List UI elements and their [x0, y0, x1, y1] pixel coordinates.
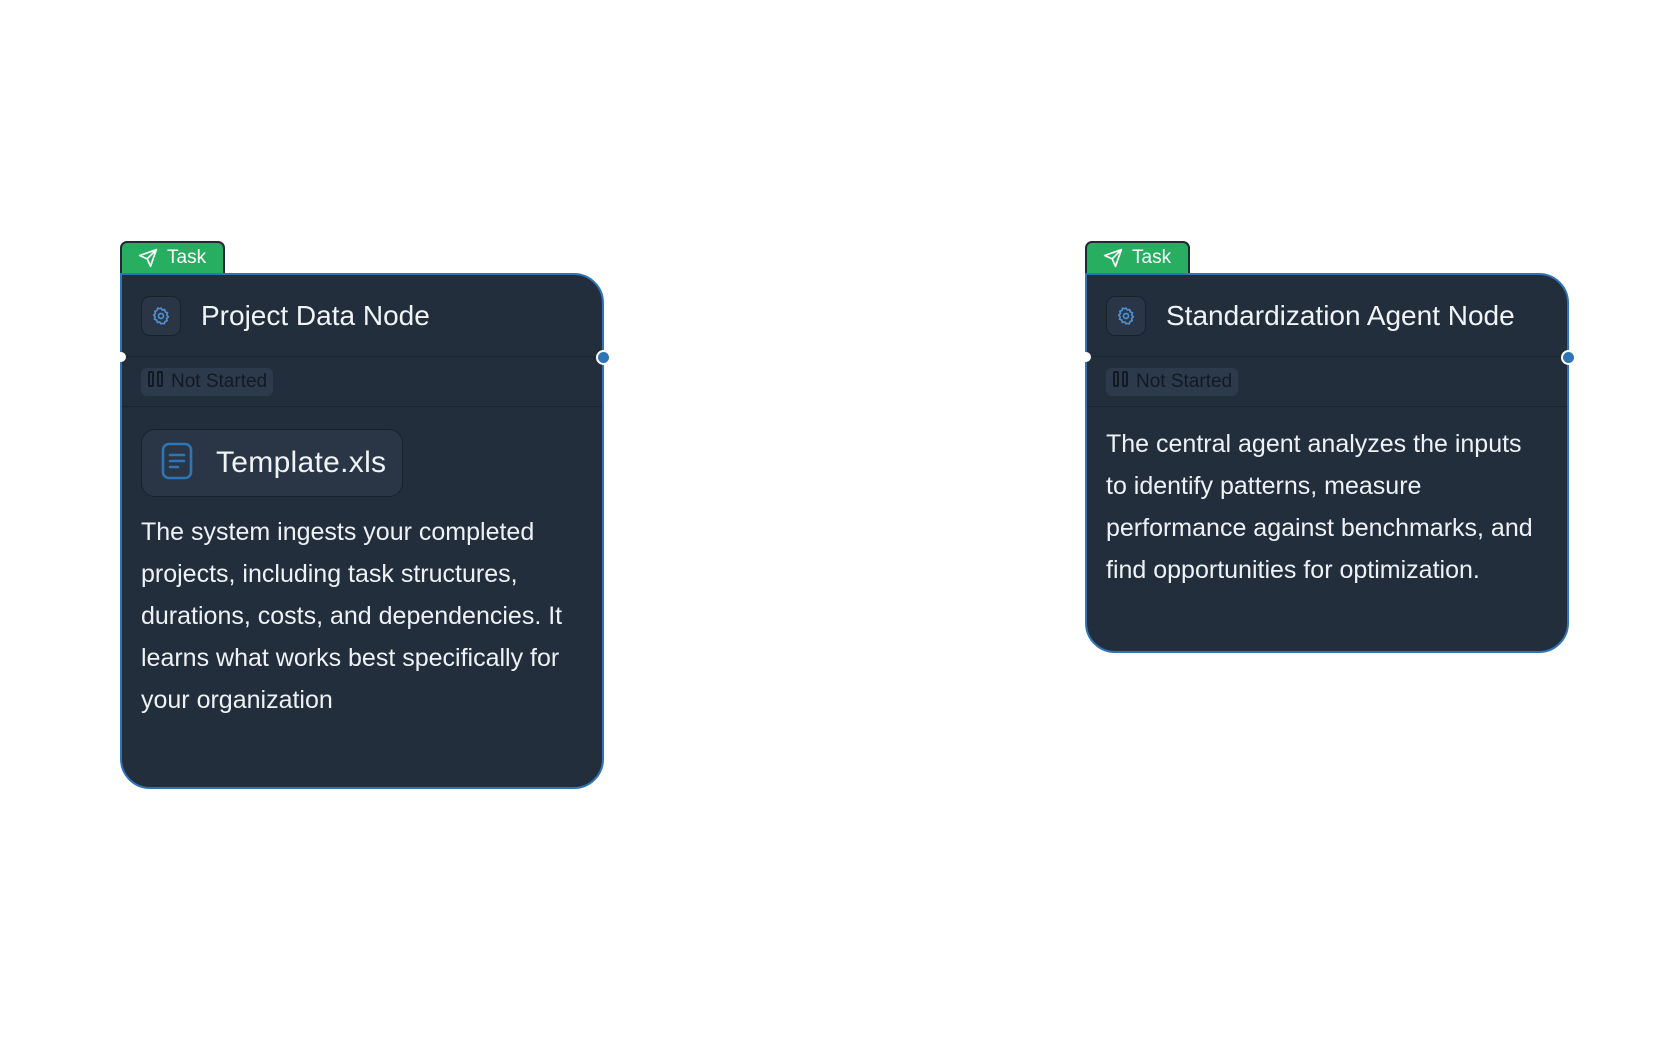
- task-tag: Task: [1085, 241, 1191, 273]
- node-header: Standardization Agent Node: [1087, 275, 1567, 357]
- document-icon: [160, 442, 194, 485]
- node-header: Project Data Node: [122, 275, 602, 357]
- send-icon: [138, 248, 158, 268]
- pause-icon: [147, 370, 165, 394]
- node-description: The central agent analyzes the inputs to…: [1106, 430, 1533, 584]
- send-icon: [1103, 248, 1123, 268]
- file-name: Template.xls: [216, 446, 387, 479]
- status-label: Not Started: [171, 370, 268, 392]
- node-body: Template.xls The system ingests your com…: [122, 407, 602, 721]
- status-label: Not Started: [1136, 370, 1233, 392]
- status-badge: Not Started: [141, 367, 274, 396]
- gear-icon[interactable]: [141, 295, 181, 336]
- gear-icon[interactable]: [1106, 295, 1146, 336]
- output-port[interactable]: [596, 350, 611, 365]
- node-card[interactable]: Standardization Agent Node Not Started T…: [1083, 273, 1576, 653]
- task-tag-label: Task: [1132, 247, 1172, 268]
- node-title: Project Data Node: [201, 299, 430, 331]
- node-description: The system ingests your completed projec…: [141, 518, 563, 714]
- node-title: Standardization Agent Node: [1166, 299, 1515, 331]
- node-body: The central agent analyzes the inputs to…: [1087, 407, 1567, 591]
- pause-icon: [1112, 370, 1130, 394]
- node-card[interactable]: Project Data Node Not Started: [118, 273, 611, 789]
- input-port[interactable]: [118, 352, 126, 362]
- status-row: Not Started: [1087, 357, 1567, 407]
- task-tag: Task: [120, 241, 226, 273]
- file-attachment[interactable]: Template.xls: [141, 429, 404, 497]
- task-tag-label: Task: [167, 247, 207, 268]
- input-port[interactable]: [1083, 352, 1091, 362]
- status-badge: Not Started: [1106, 367, 1239, 396]
- status-row: Not Started: [122, 357, 602, 407]
- output-port[interactable]: [1561, 350, 1576, 365]
